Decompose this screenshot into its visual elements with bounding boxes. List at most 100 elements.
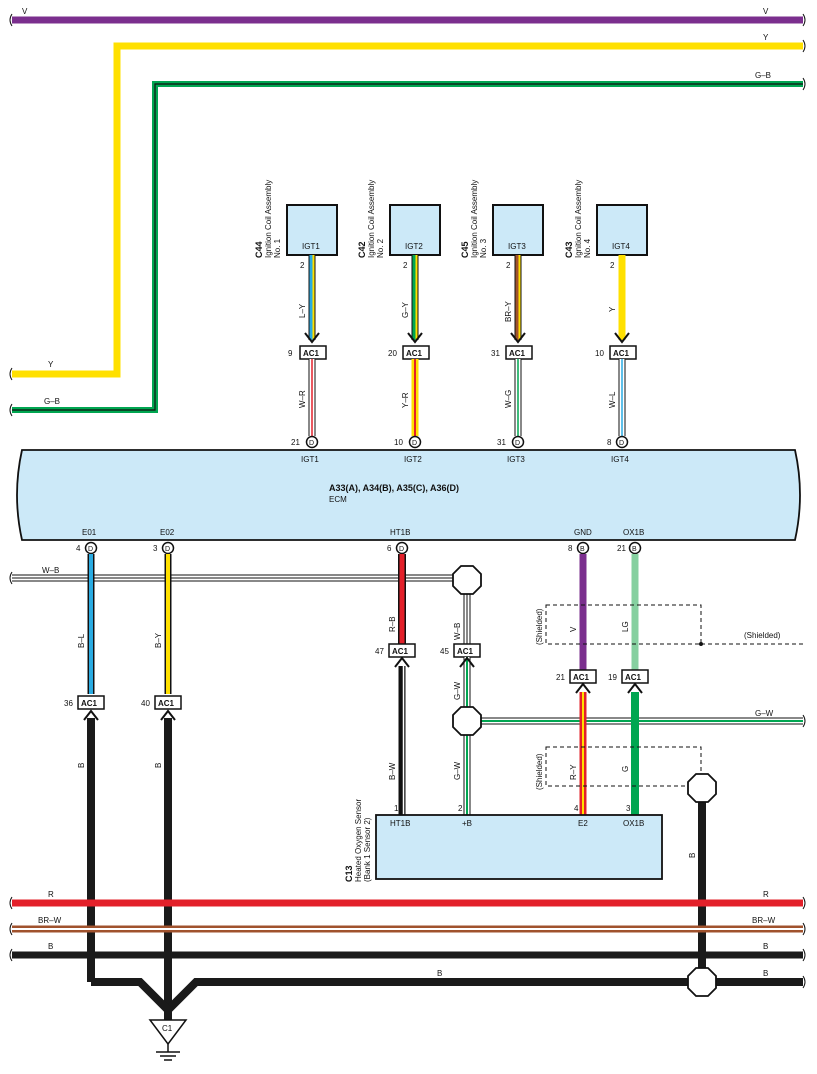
wire-label-rb: R–B — [388, 616, 397, 632]
wire-label-b-e01: B — [77, 763, 86, 768]
wire-label-gw-lower: G–W — [453, 761, 462, 780]
wire-ry — [575, 682, 591, 815]
ignition-coil-4: IGT4 2 C43 Ignition Coil Assembly No. 4 — [564, 180, 648, 270]
connector-ac1: AC1 — [406, 349, 423, 358]
ecm-pin-number: 4 — [76, 544, 81, 553]
shielded-label-right: (Shielded) — [744, 631, 781, 640]
coil-name: Ignition Coil Assembly — [264, 180, 273, 258]
wire-r-bottom — [9, 896, 806, 910]
connector-pin: 31 — [491, 349, 500, 358]
shield-top — [545, 604, 805, 646]
ecm-box — [16, 449, 801, 541]
sensor-pin: 4 — [574, 804, 579, 813]
coil-pin: 2 — [610, 261, 615, 270]
wire-label-ry: R–Y — [569, 764, 578, 780]
wire-label-bry: BR–Y — [504, 300, 513, 322]
wire-label-brw-right: BR–W — [752, 916, 776, 925]
ecm-pin-number: 10 — [394, 438, 403, 447]
wire-label-bw: B–W — [388, 762, 397, 780]
wire-label-y-right: Y — [763, 33, 769, 42]
sensor-ht1b-label: HT1B — [390, 819, 410, 828]
connector-ac1: AC1 — [81, 699, 98, 708]
wire-b-bottom — [9, 948, 806, 962]
wire-label-yr: Y–R — [401, 392, 410, 408]
sensor-name: Heated Oxygen Sensor — [354, 799, 363, 882]
connector-ac1: AC1 — [303, 349, 320, 358]
ecm-pin-conn: D — [412, 440, 417, 447]
ecm-bottom-pin-markers — [84, 541, 642, 555]
ecm-igt3-label: IGT3 — [507, 455, 525, 464]
connector-ac1: AC1 — [625, 673, 642, 682]
connector-ac1: AC1 — [613, 349, 630, 358]
coil-number: No. 1 — [273, 238, 282, 258]
ecm-gnd-label: GND — [574, 528, 592, 537]
ecm-pin-conn: D — [619, 440, 624, 447]
ecm-pin-conn: B — [580, 546, 585, 553]
ignition-coil-1: IGT1 2 C44 Ignition Coil Assembly No. 1 — [254, 180, 338, 270]
ecm-e02-label: E02 — [160, 528, 175, 537]
wire-b-lower — [91, 975, 806, 1020]
wire-label-b-lower-mid: B — [437, 969, 442, 978]
wire-label-bl: B–L — [77, 633, 86, 648]
coil-code: C45 — [460, 241, 470, 258]
wire-label-ly: L–Y — [298, 303, 307, 318]
ecm-pin-conn: D — [165, 546, 170, 553]
wire-label-wl: W–L — [608, 391, 617, 408]
wire-label-brw-left: BR–W — [38, 916, 62, 925]
connector-pin: 36 — [64, 699, 73, 708]
wire-label-wg: W–G — [504, 390, 513, 408]
coil-terminal-label: IGT3 — [508, 242, 526, 251]
connector-pin: 19 — [608, 673, 617, 682]
mid-connectors — [77, 643, 649, 710]
ignition-coil-2: IGT2 2 C42 Ignition Coil Assembly No. 2 — [357, 180, 441, 270]
coil-number: No. 4 — [583, 238, 592, 258]
coil-code: C42 — [357, 241, 367, 258]
sensor-plusb-label: +B — [462, 819, 472, 828]
wire-label-b-right-bottom: B — [763, 942, 768, 951]
wire-gw — [459, 656, 806, 815]
connector-ac1: AC1 — [457, 647, 474, 656]
coil-terminal-label: IGT4 — [612, 242, 630, 251]
connector-pin: 20 — [388, 349, 397, 358]
wire-label-lg: LG — [621, 621, 630, 632]
connector-pin: 47 — [375, 647, 384, 656]
ecm-igt1-label: IGT1 — [301, 455, 319, 464]
connector-pin: 40 — [141, 699, 150, 708]
heated-oxygen-sensor — [375, 814, 663, 880]
coil-connectors — [299, 345, 637, 360]
wire-label-gb-right: G–B — [755, 71, 771, 80]
wire-label-r-left: R — [48, 890, 54, 899]
wire-label-b-e02: B — [154, 763, 163, 768]
connector-pin: 45 — [440, 647, 449, 656]
wire-label-g: G — [621, 766, 630, 772]
connector-ac1: AC1 — [509, 349, 526, 358]
wire-label-wr: W–R — [298, 390, 307, 408]
ecm-pin-number: 21 — [617, 544, 626, 553]
coil-number: No. 2 — [376, 238, 385, 258]
coil-pin: 2 — [403, 261, 408, 270]
wire-label-gy: G–Y — [401, 301, 410, 318]
ecm-pin-number: 8 — [607, 438, 612, 447]
shielded-label: (Shielded) — [535, 608, 544, 645]
wire-v-top — [9, 13, 806, 27]
coil-pin: 2 — [506, 261, 511, 270]
ground-label: C1 — [162, 1024, 173, 1033]
wire-label-wb-left: W–B — [42, 566, 59, 575]
ecm-pin-number: 21 — [291, 438, 300, 447]
wire-y-top — [9, 39, 806, 381]
wire-wb-horizontal — [9, 571, 456, 585]
coil-pin: 2 — [300, 261, 305, 270]
ecm-igt4-label: IGT4 — [611, 455, 629, 464]
wire-label-b-right: B — [688, 853, 697, 858]
wire-gb-top — [9, 77, 806, 417]
ecm-igt2-label: IGT2 — [404, 455, 422, 464]
coil-code: C44 — [254, 241, 264, 258]
ecm-pin-conn: B — [632, 546, 637, 553]
connector-pin: 10 — [595, 349, 604, 358]
ignition-coil-3: IGT3 2 C45 Ignition Coil Assembly No. 3 — [460, 180, 544, 270]
wire-label-v-gnd: V — [569, 626, 578, 632]
coil-lower-wires — [308, 359, 626, 436]
coil-terminal-label: IGT1 — [302, 242, 320, 251]
connector-ac1: AC1 — [158, 699, 175, 708]
